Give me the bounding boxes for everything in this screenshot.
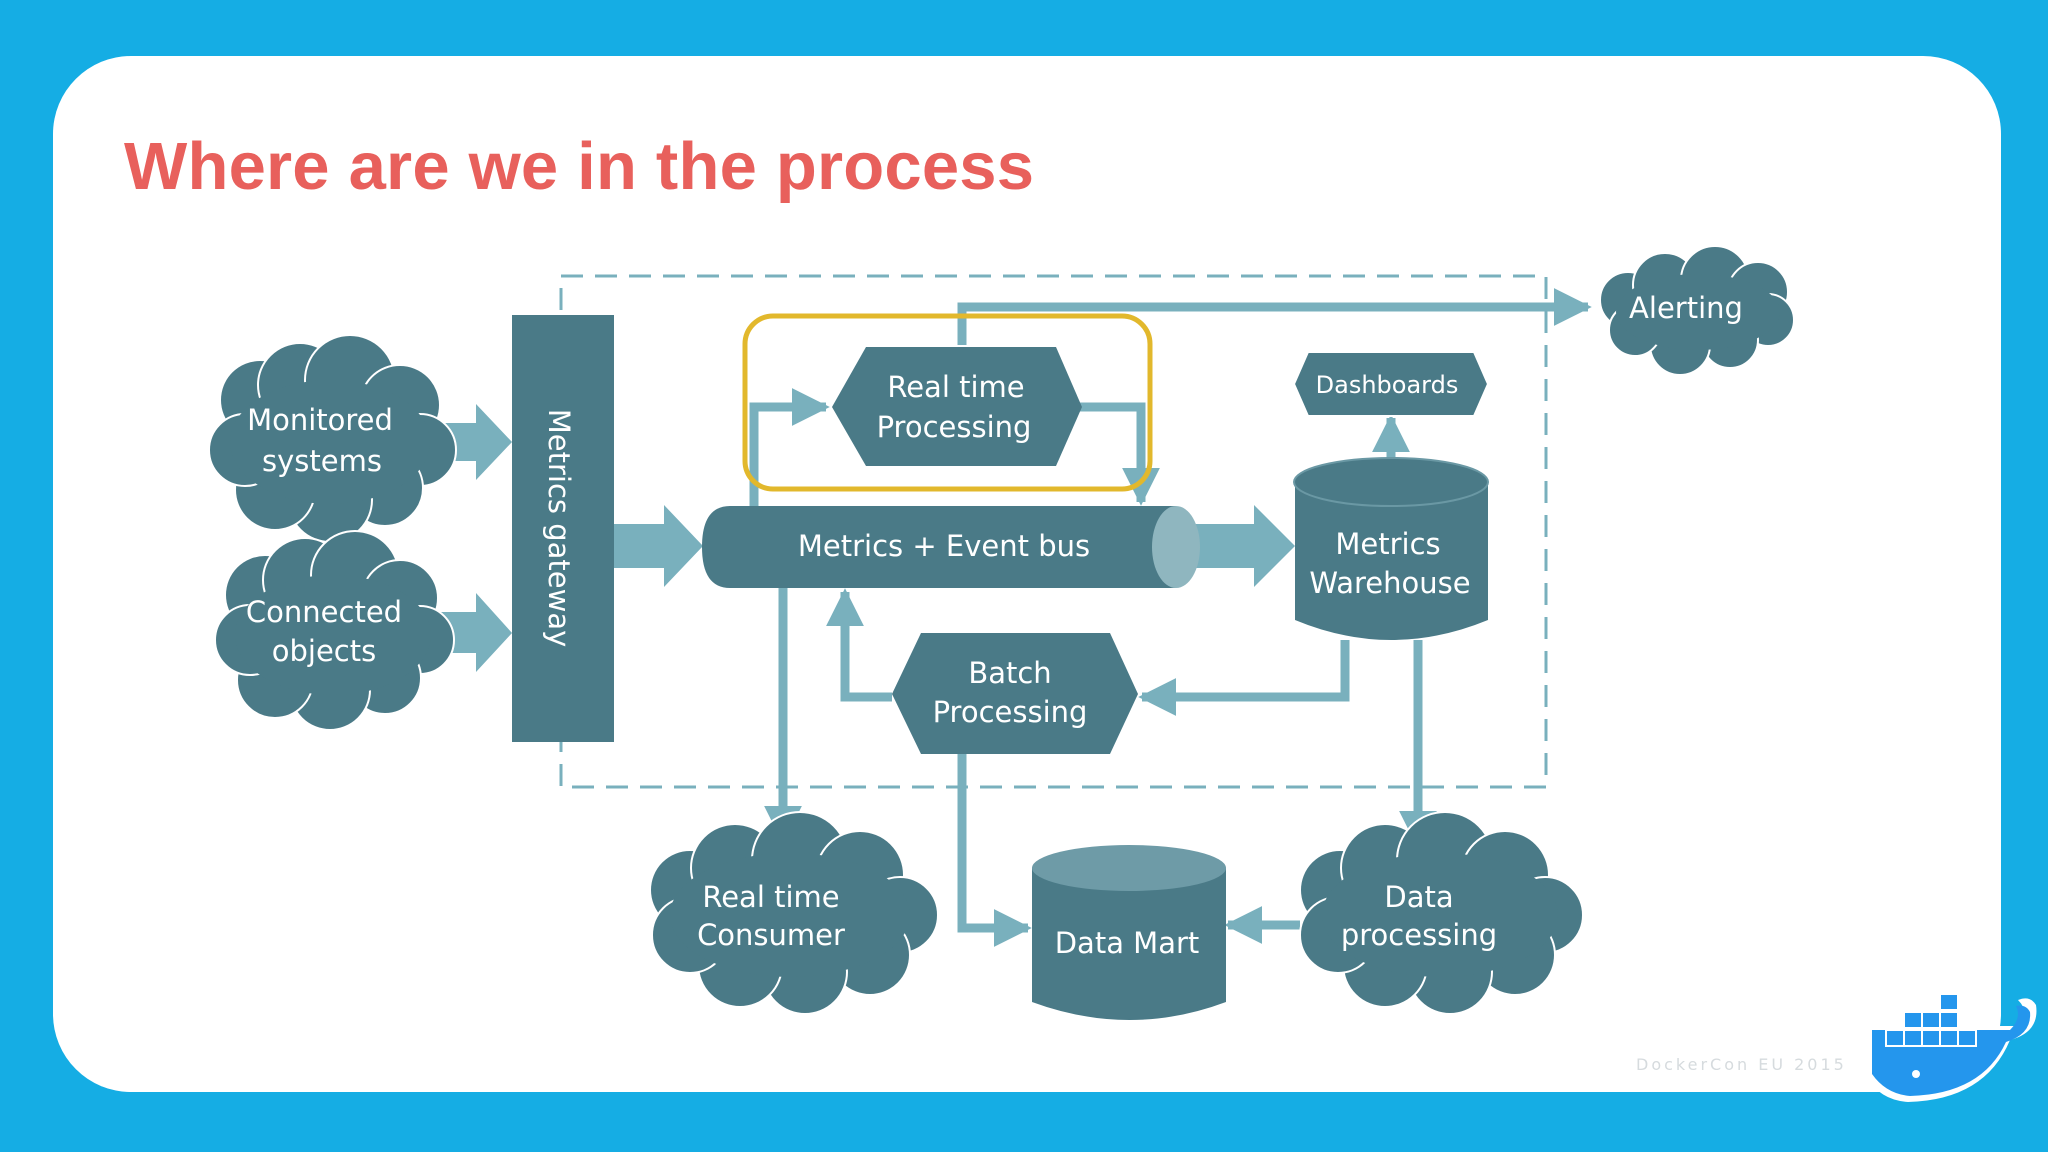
metrics-warehouse-cylinder [1293,457,1489,640]
connected-objects-line1: Connected [246,595,402,629]
connector-batch-to-bus [826,588,892,702]
cloud-connected-objects [214,530,455,731]
connector-batch-to-datamart [957,754,1032,947]
connector-rtp-to-alerting [957,288,1592,345]
metrics-warehouse-line2: Warehouse [1309,566,1470,600]
data-mart-cylinder [1032,845,1226,1020]
dashboards-hex [1292,351,1490,417]
batch-processing-line1: Batch [968,656,1051,690]
data-processing-line1: Data [1384,880,1453,914]
cloud-monitored-systems [208,334,457,543]
monitored-systems-line2: systems [262,444,382,478]
block-arrow-bus-to-warehouse [1190,505,1295,587]
connector-bus-to-rtp [749,388,830,508]
connector-rtp-to-bus [1080,402,1160,506]
cloud-data-processing [1299,811,1584,1015]
dashboards-label: Dashboards [1316,371,1459,399]
metrics-gateway-box [512,315,614,742]
highlight-box [742,313,1153,492]
batch-processing-line2: Processing [933,695,1088,729]
block-arrow-gateway-to-bus [613,505,703,587]
alerting-label: Alerting [1629,291,1743,325]
monitored-systems-line1: Monitored [247,403,393,437]
connector-warehouse-to-batch [1138,640,1350,716]
block-arrow-connected-to-gateway [436,593,512,672]
real-time-processing-line1: Real time [887,370,1024,404]
event-bus-cylinder [702,506,1200,588]
metrics-gateway-label: Metrics gateway [542,409,576,648]
real-time-consumer-line1: Real time [702,880,839,914]
cloud-alerting [1599,245,1795,376]
real-time-processing-line2: Processing [877,410,1032,444]
data-processing-line2: processing [1341,918,1497,952]
connectors [749,288,1592,947]
cloud-real-time-consumer [649,811,939,1015]
metrics-warehouse-line1: Metrics [1335,527,1440,561]
real-time-consumer-line2: Consumer [697,918,845,952]
docker-whale-icon [1868,993,2037,1102]
block-arrows [436,404,1295,672]
slide-title: Where are we in the process [124,129,1035,204]
event-bus-label: Metrics + Event bus [798,529,1090,563]
connected-objects-line2: objects [272,634,376,668]
data-mart-label: Data Mart [1055,926,1200,960]
batch-processing-hex [892,633,1138,754]
real-time-processing-hex [832,347,1082,466]
footer-text: DockerCon EU 2015 [1636,1055,1847,1074]
